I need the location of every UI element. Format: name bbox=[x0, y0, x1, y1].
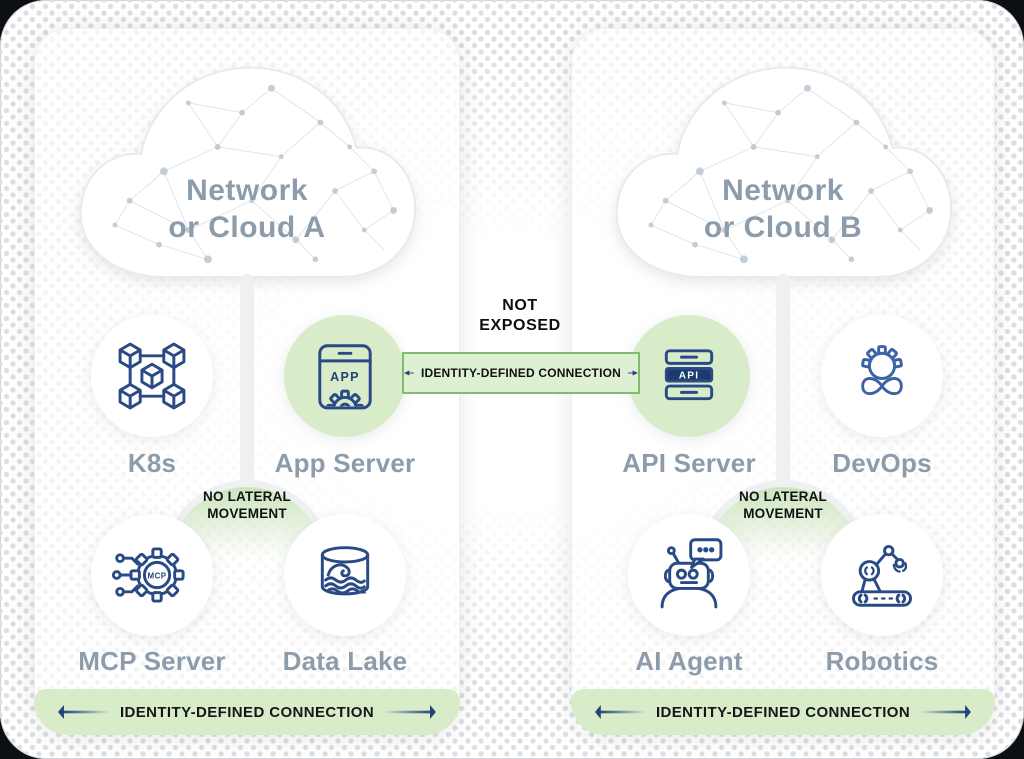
node-label: Data Lake bbox=[282, 646, 408, 676]
cloud-a-title: Network or Cloud A bbox=[168, 174, 326, 244]
arrow-left-icon bbox=[404, 370, 414, 376]
app-text: APP bbox=[330, 370, 360, 384]
node-robotics bbox=[821, 514, 943, 636]
panel-cloud-a: Network or Cloud A NO LATERAL MOVEMENT bbox=[34, 28, 460, 735]
api-stack-icon: API bbox=[664, 349, 714, 401]
node-ai-agent bbox=[628, 514, 750, 636]
identity-connection-band: IDENTITY-DEFINED CONNECTION bbox=[402, 352, 640, 394]
arrow-right-icon bbox=[920, 704, 972, 720]
identity-connection-label: IDENTITY-DEFINED CONNECTION bbox=[655, 703, 911, 721]
identity-connection-bar-a: IDENTITY-DEFINED CONNECTION bbox=[34, 689, 460, 735]
node-k8s bbox=[91, 315, 213, 437]
arrow-right-icon bbox=[628, 370, 638, 376]
cloud-shape bbox=[615, 66, 953, 278]
network-mesh bbox=[112, 84, 398, 264]
node-label: DevOps bbox=[832, 448, 932, 478]
mcp-text: MCP bbox=[148, 571, 167, 580]
cloud-connector-line bbox=[776, 274, 790, 492]
k8s-cubes-icon bbox=[118, 342, 186, 410]
node-data-lake bbox=[284, 514, 406, 636]
robot-arm-icon bbox=[851, 544, 913, 607]
node-app-server: APP bbox=[284, 315, 406, 437]
node-label: AI Agent bbox=[635, 646, 743, 676]
node-devops bbox=[821, 315, 943, 437]
cloud-b-title: Network or Cloud B bbox=[703, 174, 863, 244]
app-window-gear-icon: APP bbox=[318, 344, 372, 410]
arrow-left-icon bbox=[595, 704, 646, 720]
node-mcp-server: MCP bbox=[91, 514, 213, 636]
no-lateral-movement-label: NO LATERAL MOVEMENT bbox=[739, 489, 827, 521]
cloud-connector-line bbox=[240, 274, 254, 492]
identity-connection-label: IDENTITY-DEFINED CONNECTION bbox=[119, 703, 375, 721]
data-lake-cylinder-icon bbox=[320, 546, 370, 596]
arrow-left-icon bbox=[58, 704, 110, 720]
node-label: App Server bbox=[274, 448, 416, 478]
no-lateral-movement-label: NO LATERAL MOVEMENT bbox=[203, 489, 291, 521]
node-api-server: API bbox=[628, 315, 750, 437]
ai-robot-icon bbox=[660, 538, 723, 609]
node-label: MCP Server bbox=[78, 646, 226, 676]
devops-infinity-gear-icon bbox=[861, 345, 903, 396]
not-exposed-label: NOT EXPOSED bbox=[479, 297, 561, 334]
mcp-gear-icon: MCP bbox=[111, 547, 185, 603]
api-text: API bbox=[679, 371, 700, 382]
identity-connection-bar-b: IDENTITY-DEFINED CONNECTION bbox=[571, 689, 995, 735]
node-label: K8s bbox=[127, 448, 177, 478]
arrow-right-icon bbox=[384, 704, 437, 720]
node-label: API Server bbox=[622, 448, 756, 478]
band-label: IDENTITY-DEFINED CONNECTION bbox=[420, 366, 622, 380]
network-mesh bbox=[648, 84, 934, 264]
cloud-b: Network or Cloud B bbox=[607, 54, 959, 286]
cloud-shape bbox=[79, 66, 417, 278]
panel-cloud-b: Network or Cloud B NO LATERAL MOVEMENT bbox=[571, 28, 995, 735]
node-label: Robotics bbox=[825, 646, 939, 676]
cloud-a: Network or Cloud A bbox=[71, 54, 423, 286]
